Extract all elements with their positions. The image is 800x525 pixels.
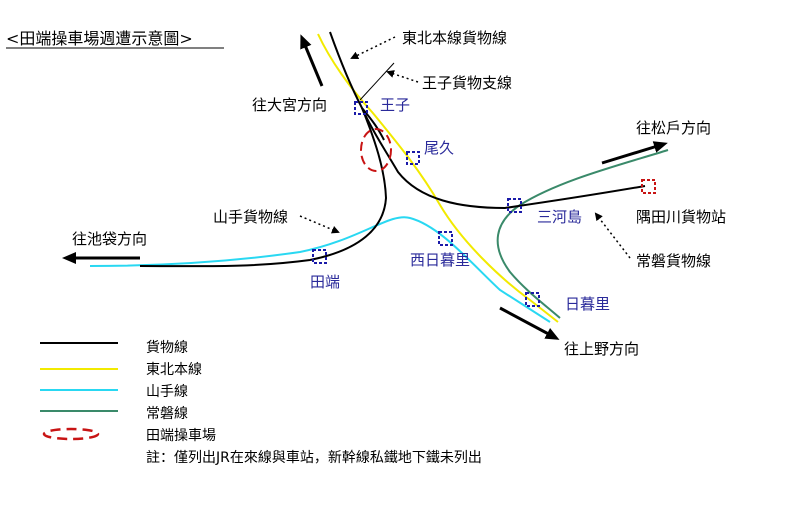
map-title: <田端操車場週遭示意圖>	[6, 29, 193, 48]
joban-line	[496, 149, 669, 319]
yamanote-line	[89, 216, 551, 323]
station-oji	[354, 101, 368, 115]
station-sumidagawa	[641, 179, 656, 194]
callout-tohoku-freight: 東北本線貨物線	[402, 29, 507, 47]
legend: 貨物線 東北本線 山手線 常磐線 田端操車場 註：僅列出JR在來線與車站，新幹線…	[40, 339, 482, 466]
oji-branch-leader	[359, 62, 395, 101]
label-mikawashima: 三河島	[537, 208, 582, 226]
arrow-ueno	[499, 306, 560, 340]
label-ogu: 尾久	[424, 139, 454, 157]
legend-label-yamanote: 山手線	[146, 384, 188, 400]
pointer-joban-freight	[594, 212, 631, 259]
station-nishi-nippori	[438, 231, 453, 246]
legend-label-yard: 田端操車場	[146, 427, 216, 444]
legend-label-joban: 常磐線	[146, 406, 188, 422]
yamanote-freight-line	[139, 31, 388, 268]
arrow-matsudo	[601, 141, 668, 165]
station-ogu	[406, 151, 420, 165]
tohoku-freight-line	[361, 107, 646, 210]
legend-swatch-yard	[42, 427, 100, 441]
legend-note: 註：僅列出JR在來線與車站，新幹線私鐵地下鐵未列出	[146, 449, 482, 466]
station-nippori	[525, 292, 540, 307]
arrow-omiya	[300, 34, 324, 87]
pointer-oji-freight-branch	[386, 70, 419, 83]
label-sumidagawa: 隅田川貨物站	[636, 208, 726, 226]
station-mikawashima	[507, 198, 522, 213]
label-dir-matsudo: 往松戶方向	[636, 119, 711, 137]
legend-label-freight: 貨物線	[146, 339, 188, 356]
label-dir-ikebukuro: 往池袋方向	[72, 230, 147, 248]
callout-oji-freight-branch: 王子貨物支線	[422, 74, 512, 92]
legend-label-tohoku: 東北本線	[146, 362, 202, 378]
label-nishi-nippori: 西日暮里	[410, 251, 470, 269]
station-tabata	[312, 249, 327, 264]
callout-yamanote-freight: 山手貨物線	[213, 208, 288, 226]
label-oji: 王子	[380, 96, 410, 114]
label-nippori: 日暮里	[565, 295, 610, 313]
pointer-yamanote-freight	[299, 215, 340, 234]
tohoku-line	[317, 33, 559, 323]
label-tabata: 田端	[310, 273, 340, 291]
tabata-yard	[360, 128, 392, 172]
pointer-tohoku-freight	[350, 36, 396, 59]
label-dir-ueno: 往上野方向	[564, 340, 639, 358]
oji-freight-branch-line	[361, 107, 385, 141]
label-dir-omiya: 往大宮方向	[252, 96, 327, 114]
callout-joban-freight: 常磐貨物線	[636, 252, 711, 270]
